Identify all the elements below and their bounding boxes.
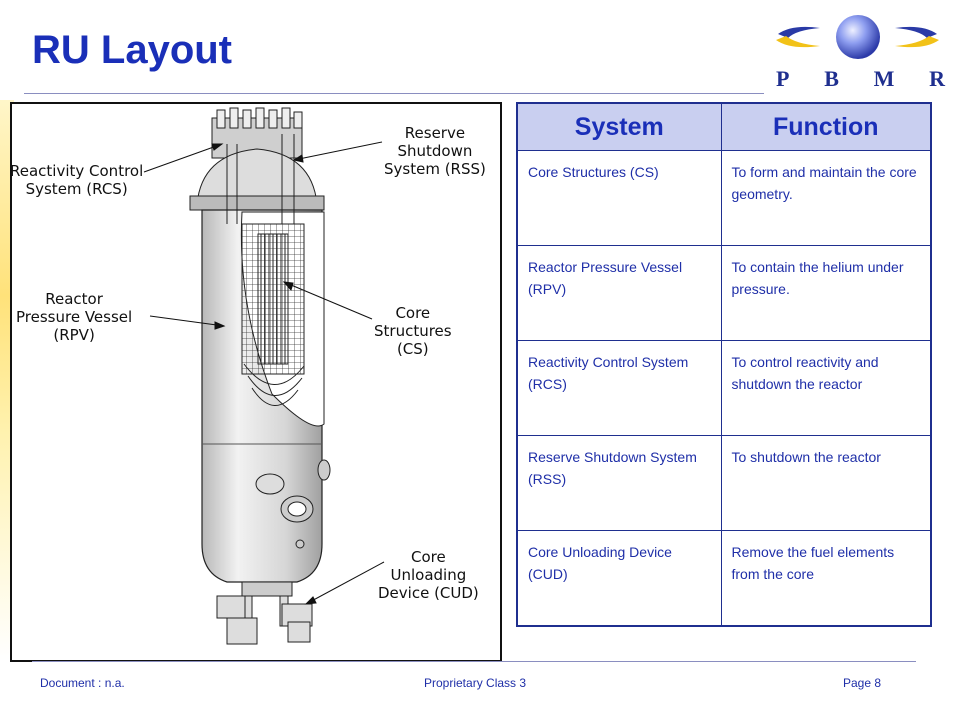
logo-letters: P B M R bbox=[776, 66, 946, 92]
logo-letter-b: B bbox=[824, 66, 840, 91]
cell-function: Remove the fuel elements from the core bbox=[720, 530, 932, 627]
cell-system: Core Unloading Device (CUD) bbox=[516, 530, 722, 627]
footer-document: Document : n.a. bbox=[40, 676, 125, 690]
table-header-row: System Function bbox=[516, 102, 932, 151]
cell-system: Reactivity Control System (RCS) bbox=[516, 340, 722, 436]
callout-rss: Reserve Shutdown System (RSS) bbox=[384, 124, 486, 178]
header-function: Function bbox=[720, 102, 932, 151]
cell-system: Reserve Shutdown System (RSS) bbox=[516, 435, 722, 531]
reactor-diagram: Reserve Shutdown System (RSS) Reactivity… bbox=[10, 102, 502, 662]
logo-letter-r: R bbox=[929, 66, 946, 91]
callout-rpv: Reactor Pressure Vessel (RPV) bbox=[16, 290, 133, 344]
callout-cud: Core Unloading Device (CUD) bbox=[378, 548, 479, 602]
system-function-table: System Function Core Structures (CS) To … bbox=[516, 102, 932, 627]
table-row: Reactivity Control System (RCS) To contr… bbox=[516, 340, 932, 436]
title-divider bbox=[24, 93, 764, 94]
cell-function: To control reactivity and shutdown the r… bbox=[720, 340, 932, 436]
cell-system: Reactor Pressure Vessel (RPV) bbox=[516, 245, 722, 341]
footer-classification: Proprietary Class 3 bbox=[424, 676, 527, 690]
logo-letter-m: M bbox=[873, 66, 896, 91]
pbmr-logo bbox=[776, 15, 939, 59]
callout-cs: Core Structures (CS) bbox=[374, 304, 452, 358]
table-row: Core Unloading Device (CUD) Remove the f… bbox=[516, 530, 932, 627]
table-row: Reactor Pressure Vessel (RPV) To contain… bbox=[516, 245, 932, 341]
cell-function: To shutdown the reactor bbox=[720, 435, 932, 531]
footer-page-number: Page 8 bbox=[843, 676, 882, 690]
reactor-vessel-drawing bbox=[143, 107, 385, 645]
cell-function: To form and maintain the core geometry. bbox=[720, 150, 932, 246]
cell-system: Core Structures (CS) bbox=[516, 150, 722, 246]
header-system: System bbox=[516, 102, 722, 151]
logo-letter-p: P bbox=[776, 66, 791, 91]
footer-divider bbox=[32, 661, 916, 662]
callout-rcs: Reactivity Control System (RCS) bbox=[10, 162, 144, 198]
slide-title: RU Layout bbox=[32, 28, 232, 72]
table-row: Reserve Shutdown System (RSS) To shutdow… bbox=[516, 435, 932, 531]
sphere-icon bbox=[836, 15, 880, 59]
table-row: Core Structures (CS) To form and maintai… bbox=[516, 150, 932, 246]
cell-function: To contain the helium under pressure. bbox=[720, 245, 932, 341]
